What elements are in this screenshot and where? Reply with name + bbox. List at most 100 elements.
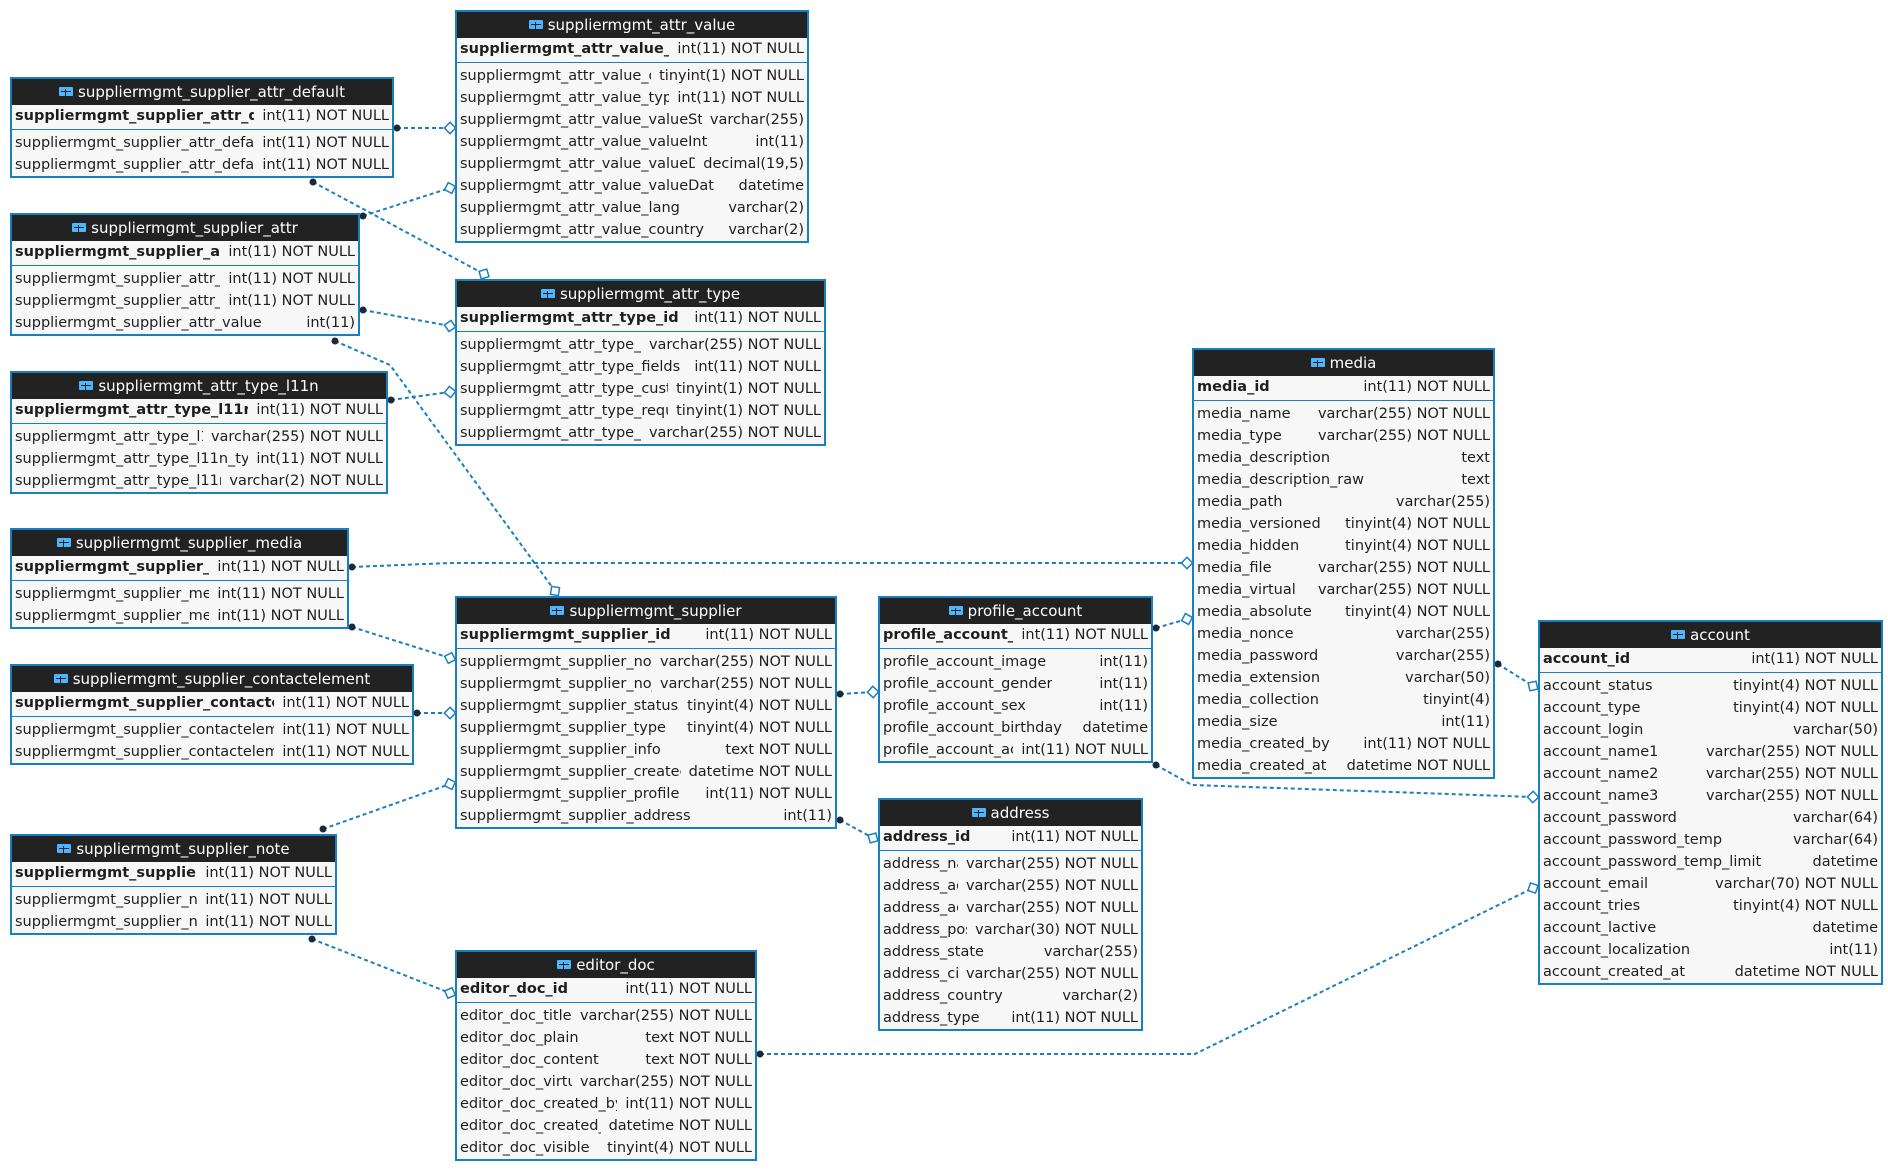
column-row[interactable]: suppliermgmt_supplier_attr_default_value… — [12, 154, 392, 176]
column-row[interactable]: suppliermgmt_supplier_attr_default_typei… — [12, 132, 392, 154]
table-header[interactable]: account — [1540, 622, 1881, 648]
column-row[interactable]: address_addressvarchar(255) NOT NULL — [880, 897, 1141, 919]
column-row[interactable]: suppliermgmt_attr_type_patternvarchar(25… — [457, 422, 824, 444]
table-header[interactable]: suppliermgmt_supplier_attr — [12, 215, 358, 241]
column-row[interactable]: suppliermgmt_supplier_created_atdatetime… — [457, 761, 835, 783]
table-header[interactable]: address — [880, 800, 1141, 826]
table-header[interactable]: media — [1194, 350, 1493, 376]
column-row[interactable]: suppliermgmt_attr_type_namevarchar(255) … — [457, 334, 824, 356]
primary-key-row[interactable]: suppliermgmt_supplier_contactelement_idi… — [12, 692, 412, 714]
table-header[interactable]: suppliermgmt_supplier_note — [12, 836, 335, 862]
column-row[interactable]: address_postalvarchar(30) NOT NULL — [880, 919, 1141, 941]
column-row[interactable]: suppliermgmt_supplier_no_reversevarchar(… — [457, 673, 835, 695]
table-profile-account[interactable]: profile_accountprofile_account_idint(11)… — [878, 596, 1153, 763]
column-row[interactable]: suppliermgmt_supplier_contactelement_dst… — [12, 719, 412, 741]
column-row[interactable]: address_additionvarchar(255) NOT NULL — [880, 875, 1141, 897]
column-row[interactable]: suppliermgmt_supplier_note_srcint(11) NO… — [12, 911, 335, 933]
column-row[interactable]: suppliermgmt_supplier_attr_supplierint(1… — [12, 268, 358, 290]
column-row[interactable]: address_cityvarchar(255) NOT NULL — [880, 963, 1141, 985]
column-row[interactable]: suppliermgmt_supplier_note_dstint(11) NO… — [12, 889, 335, 911]
column-row[interactable]: suppliermgmt_supplier_media_dstint(11) N… — [12, 583, 347, 605]
column-row[interactable]: suppliermgmt_attr_type_l11n_langvarchar(… — [12, 470, 386, 492]
table-header[interactable]: editor_doc — [457, 952, 755, 978]
table-header[interactable]: suppliermgmt_attr_type_l11n — [12, 373, 386, 399]
table-header[interactable]: suppliermgmt_supplier_contactelement — [12, 666, 412, 692]
column-row[interactable]: suppliermgmt_attr_type_requiredtinyint(1… — [457, 400, 824, 422]
column-row[interactable]: suppliermgmt_supplier_media_srcint(11) N… — [12, 605, 347, 627]
primary-key-row[interactable]: suppliermgmt_supplier_attr_default_idint… — [12, 105, 392, 127]
column-row[interactable]: suppliermgmt_supplier_contactelement_src… — [12, 741, 412, 763]
table-header[interactable]: suppliermgmt_supplier — [457, 598, 835, 624]
table-suppliermgmt-supplier-note[interactable]: suppliermgmt_supplier_note suppliermgmt_s… — [10, 834, 337, 935]
column-row[interactable]: suppliermgmt_attr_value_defaulttinyint(1… — [457, 65, 807, 87]
table-header[interactable]: suppliermgmt_supplier_media — [12, 530, 347, 556]
table-suppliermgmt-supplier[interactable]: suppliermgmt_supplier suppliermgmt_suppli… — [455, 596, 837, 829]
